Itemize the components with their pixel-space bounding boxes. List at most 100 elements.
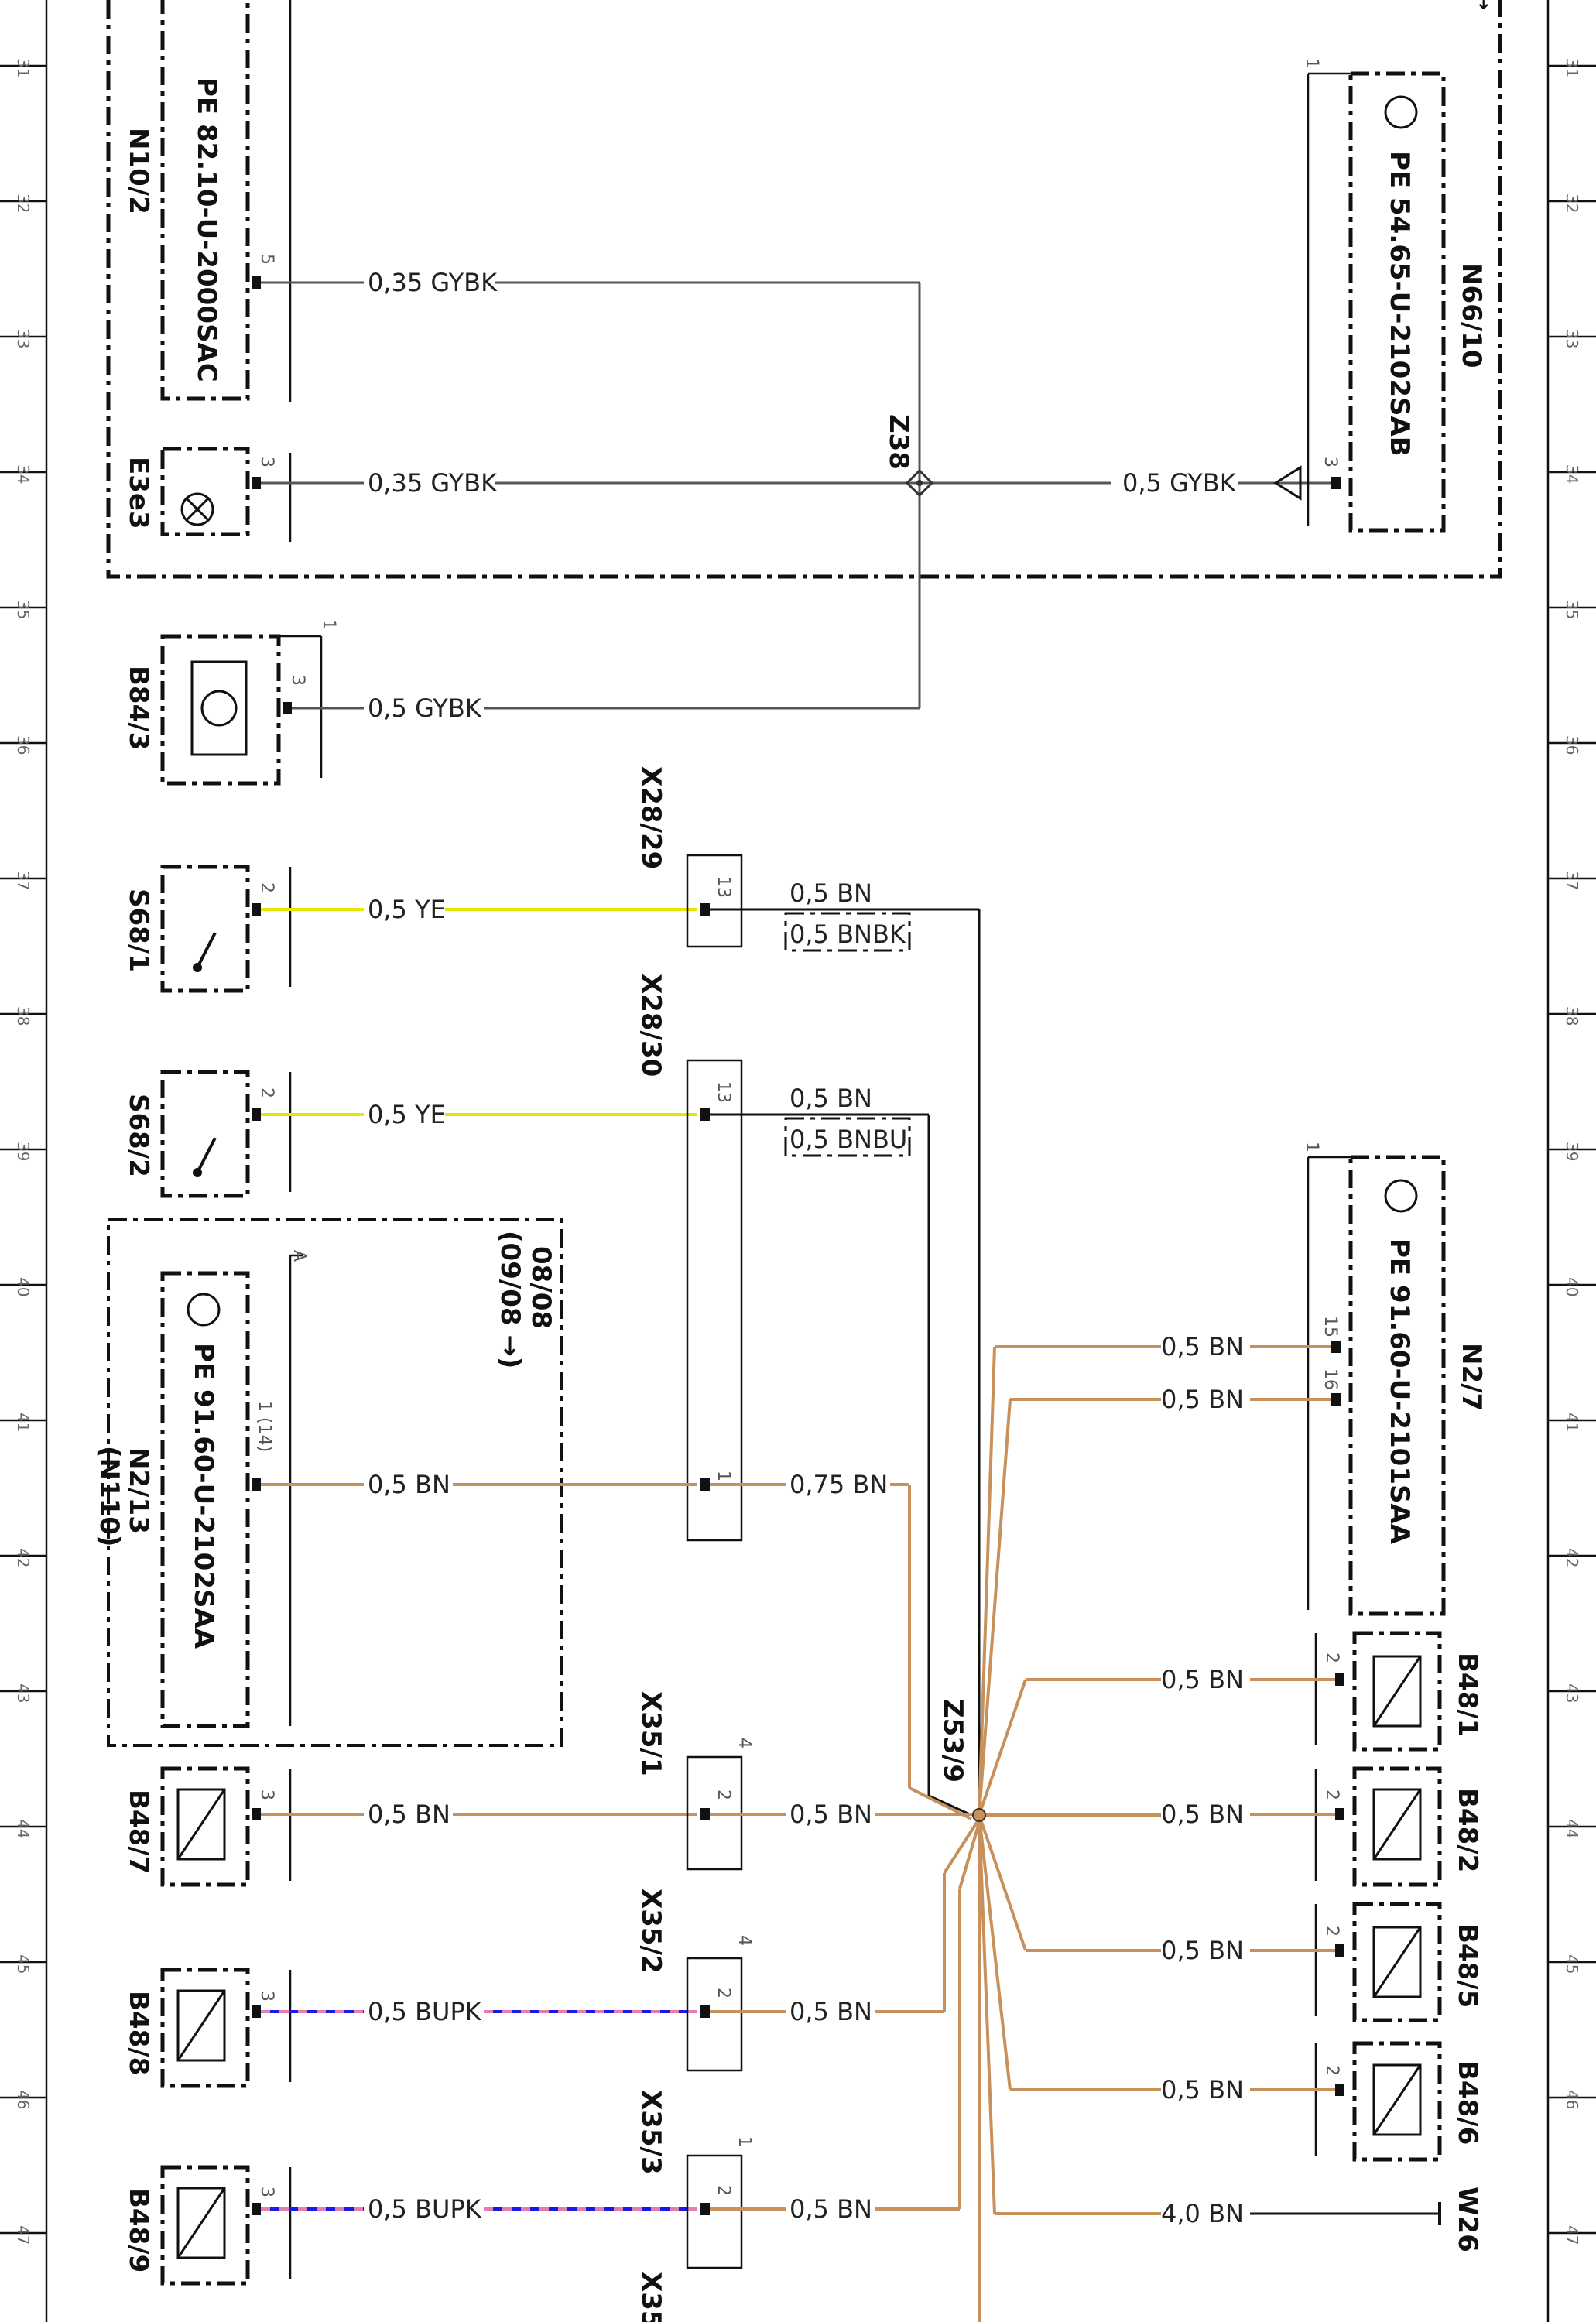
pin-number: 2	[1322, 1652, 1341, 1663]
grid-number: 33	[1563, 329, 1581, 348]
sensor-icon	[1372, 1788, 1422, 1861]
pin-number: 2	[714, 1988, 733, 1998]
wire-label: 0,5 BN	[1161, 1936, 1244, 1965]
wire-label: 0,5 YE	[368, 1100, 446, 1129]
pin-number: 3	[257, 457, 276, 467]
grid-number: 45	[1563, 1954, 1581, 1974]
component-id: N10/2	[123, 128, 154, 214]
grid-number: 47	[1563, 2225, 1581, 2245]
connector-id: X35/1	[635, 1691, 666, 1776]
connector-id: X35/2	[635, 1889, 666, 1974]
wire-label: 0,5 BN	[1161, 1332, 1244, 1361]
component-b48-8: B48/8 3	[123, 1968, 292, 2088]
wire-label: 0,5 BN	[789, 1084, 872, 1113]
component-id: B48/9	[123, 2188, 154, 2272]
grid-number: 37	[14, 871, 33, 890]
wire-label: 0,5 BUPK	[368, 1997, 482, 2026]
pin-number: 3	[257, 1991, 276, 2002]
grid-number: 40	[1563, 1277, 1581, 1296]
pin-number: 2	[257, 882, 276, 893]
pin-number: 3	[1320, 457, 1340, 467]
grid-number: 32	[14, 194, 33, 213]
wire-label: 0,5 GYBK	[1122, 468, 1237, 498]
grid-number: 40	[14, 1277, 33, 1296]
grid-number: 41	[1563, 1413, 1581, 1432]
pin-number: 15	[1320, 1316, 1340, 1337]
splice-label: Z38	[883, 414, 914, 470]
component-id: E3e3	[123, 457, 154, 529]
grid-number: 45	[14, 1954, 33, 1974]
module-icon	[187, 1293, 221, 1327]
pin-number: 3	[288, 675, 307, 686]
component-b48-5: B48/5 2	[1314, 1902, 1483, 2022]
corner-letter: A	[289, 1250, 309, 1262]
corner-number: 1	[735, 2136, 754, 2147]
wire-label: 0,5 BN	[1161, 2075, 1244, 2105]
component-e3e3: E3e3 3	[123, 447, 292, 542]
connector-id-cut: X35	[635, 2272, 666, 2322]
component-id: N2/13	[123, 1447, 154, 1534]
connector-id: X35/3	[635, 2090, 666, 2175]
pin-number: 2	[714, 2185, 733, 2196]
grid-number: 47	[14, 2225, 33, 2245]
wire-label-alt: 0,5 BNBK	[789, 920, 906, 949]
component-id: B48/6	[1452, 2060, 1483, 2145]
grid-number: 37	[1563, 871, 1581, 890]
connector-id: X28/30	[635, 974, 666, 1077]
component-b48-6: B48/6 2	[1314, 2041, 1483, 2162]
pin-number: 1 (14)	[255, 1401, 274, 1452]
grid-number: 39	[14, 1142, 33, 1161]
grid-number: 33	[14, 329, 33, 348]
arrow-icon	[1273, 465, 1302, 501]
wire-label: 0,5 GYBK	[368, 694, 482, 723]
wire-label: 0,5 BN	[1161, 1665, 1244, 1694]
component-n2-13: A PE 91.60-U-2102SAA N2/13 (N110) 1 (14)…	[94, 1218, 563, 1747]
component-id: B48/8	[123, 1991, 154, 2075]
component-ref: PE 91.60-U-2101SAA	[1384, 1238, 1415, 1545]
grid-number: 32	[1563, 194, 1581, 213]
component-n2-7: 1 PE 91.60-U-2101SAA N2/7 15 16	[1302, 1142, 1487, 1616]
component-n10-2: PE 82.10-U-2000SAC N10/2 5	[123, 0, 292, 402]
component-id: S68/2	[123, 1094, 154, 1177]
connector-x28-29: X28/29 13	[635, 766, 743, 948]
module-icon	[1384, 1179, 1418, 1213]
component-s68-1: S68/1 2	[123, 865, 292, 993]
grid-number: 44	[14, 1819, 33, 1838]
arrow-down-icon: ↓	[1474, 0, 1492, 15]
component-b48-9: B48/9 3	[123, 2165, 292, 2286]
wire-label: 0,5 BUPK	[368, 2194, 482, 2224]
pin-number: 1	[714, 1471, 733, 1481]
grid-number: 34	[14, 464, 33, 484]
pin-number: 3	[257, 2187, 276, 2197]
corner-number: 4	[735, 1935, 754, 1946]
module-icon	[1384, 95, 1418, 129]
connector-x35-1: X35/1 4 2	[635, 1691, 754, 1871]
component-alt-id: (N110)	[94, 1446, 125, 1547]
wire-label: 0,5 BN	[789, 878, 872, 908]
component-id: N2/7	[1456, 1343, 1487, 1411]
grid-number: 38	[14, 1006, 33, 1026]
wire-label-alt: 0,5 BNBU	[789, 1125, 907, 1154]
component-id: N66/10	[1456, 263, 1487, 368]
component-s68-2: S68/2 2	[123, 1070, 292, 1198]
region-top	[106, 0, 1502, 579]
splice-label: Z53/9	[937, 1699, 968, 1783]
corner-number: 1	[1302, 1142, 1321, 1152]
component-b48-2: B48/2 2	[1314, 1766, 1483, 1887]
wire-label: 0,5 BN	[789, 2194, 872, 2224]
sensor-icon	[1372, 1926, 1422, 1998]
sensor-icon	[1372, 2063, 1422, 2136]
grid-number: 31	[14, 58, 33, 77]
component-b48-7: B48/7 3	[123, 1766, 292, 1887]
grid-number: 36	[1563, 735, 1581, 755]
connector-x35-2: X35/2 4 2	[635, 1889, 754, 2072]
pin-number: 2	[257, 1087, 276, 1098]
component-ref: PE 54.65-U-2102SAB	[1384, 151, 1415, 457]
component-id: S68/1	[123, 889, 154, 972]
wire-label: 0,5 BN	[789, 1800, 872, 1829]
corner-number: 4	[735, 1738, 754, 1748]
wire-label: 4,0 BN	[1161, 2199, 1244, 2228]
connector-x35-3: X35/3 1 2 X35	[635, 2090, 754, 2322]
